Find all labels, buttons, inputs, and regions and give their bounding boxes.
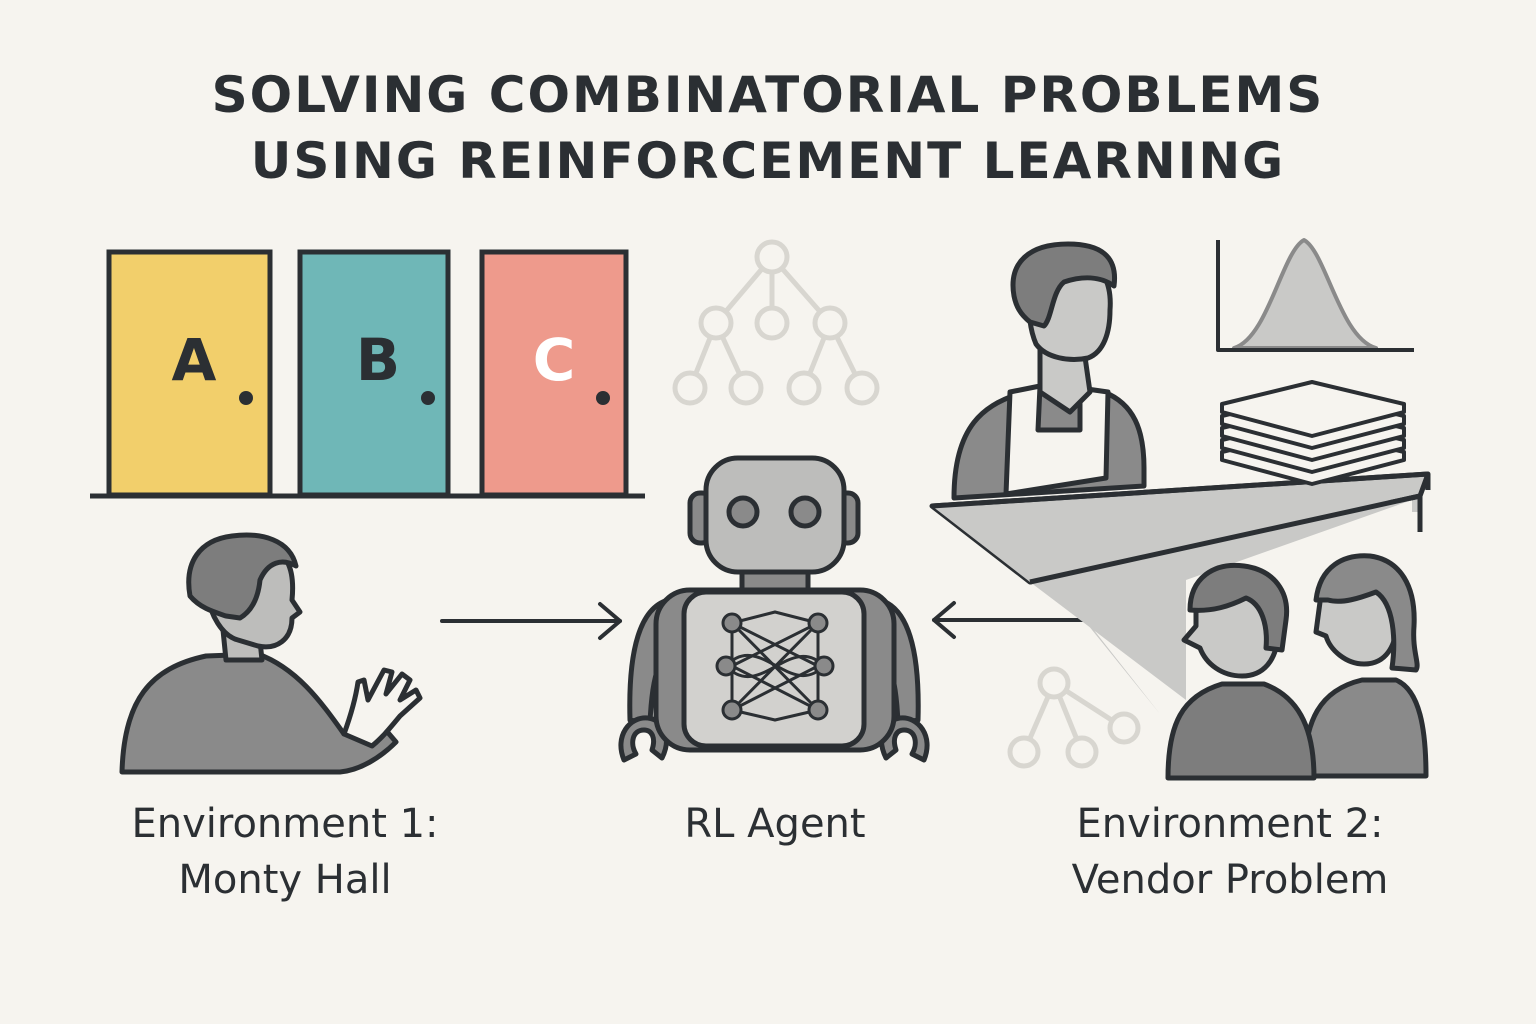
env1-label: Environment 1: Monty Hall — [100, 796, 470, 908]
diagram-title: SOLVING COMBINATORIAL PROBLEMS USING REI… — [0, 62, 1536, 194]
customers-figure-icon — [1165, 553, 1429, 781]
title-line-2: USING REINFORCEMENT LEARNING — [250, 132, 1286, 190]
demand-curve-icon — [1216, 238, 1414, 352]
arrow-env1-to-agent — [440, 602, 622, 640]
decision-tree-icon — [672, 239, 880, 406]
door-c-letter: C — [533, 326, 576, 394]
robot-agent-icon — [618, 455, 930, 763]
env1-label-line2: Monty Hall — [178, 857, 392, 903]
door-c — [479, 249, 629, 498]
env2-label: Environment 2: Vendor Problem — [1030, 796, 1430, 908]
env2-label-line2: Vendor Problem — [1071, 857, 1389, 903]
agent-label: RL Agent — [620, 796, 930, 852]
paper-stack-icon — [1220, 380, 1406, 486]
env2-label-line1: Environment 2: — [1076, 801, 1384, 847]
agent-label-text: RL Agent — [684, 801, 866, 847]
host-figure-icon — [119, 532, 423, 775]
vendor-counter — [929, 471, 1431, 714]
door-c-knob — [596, 391, 610, 405]
door-b — [297, 249, 451, 498]
small-tree-icon — [1007, 666, 1141, 769]
door-b-knob — [421, 391, 435, 405]
door-b-letter: B — [356, 326, 400, 394]
env1-label-line1: Environment 1: — [131, 801, 439, 847]
door-a-knob — [239, 391, 253, 405]
vendor-figure-icon — [951, 241, 1147, 501]
door-a-letter: A — [172, 326, 217, 394]
doors-group: A B C — [90, 249, 645, 499]
arrow-env2-to-agent — [932, 601, 1086, 639]
title-line-1: SOLVING COMBINATORIAL PROBLEMS — [211, 66, 1325, 124]
